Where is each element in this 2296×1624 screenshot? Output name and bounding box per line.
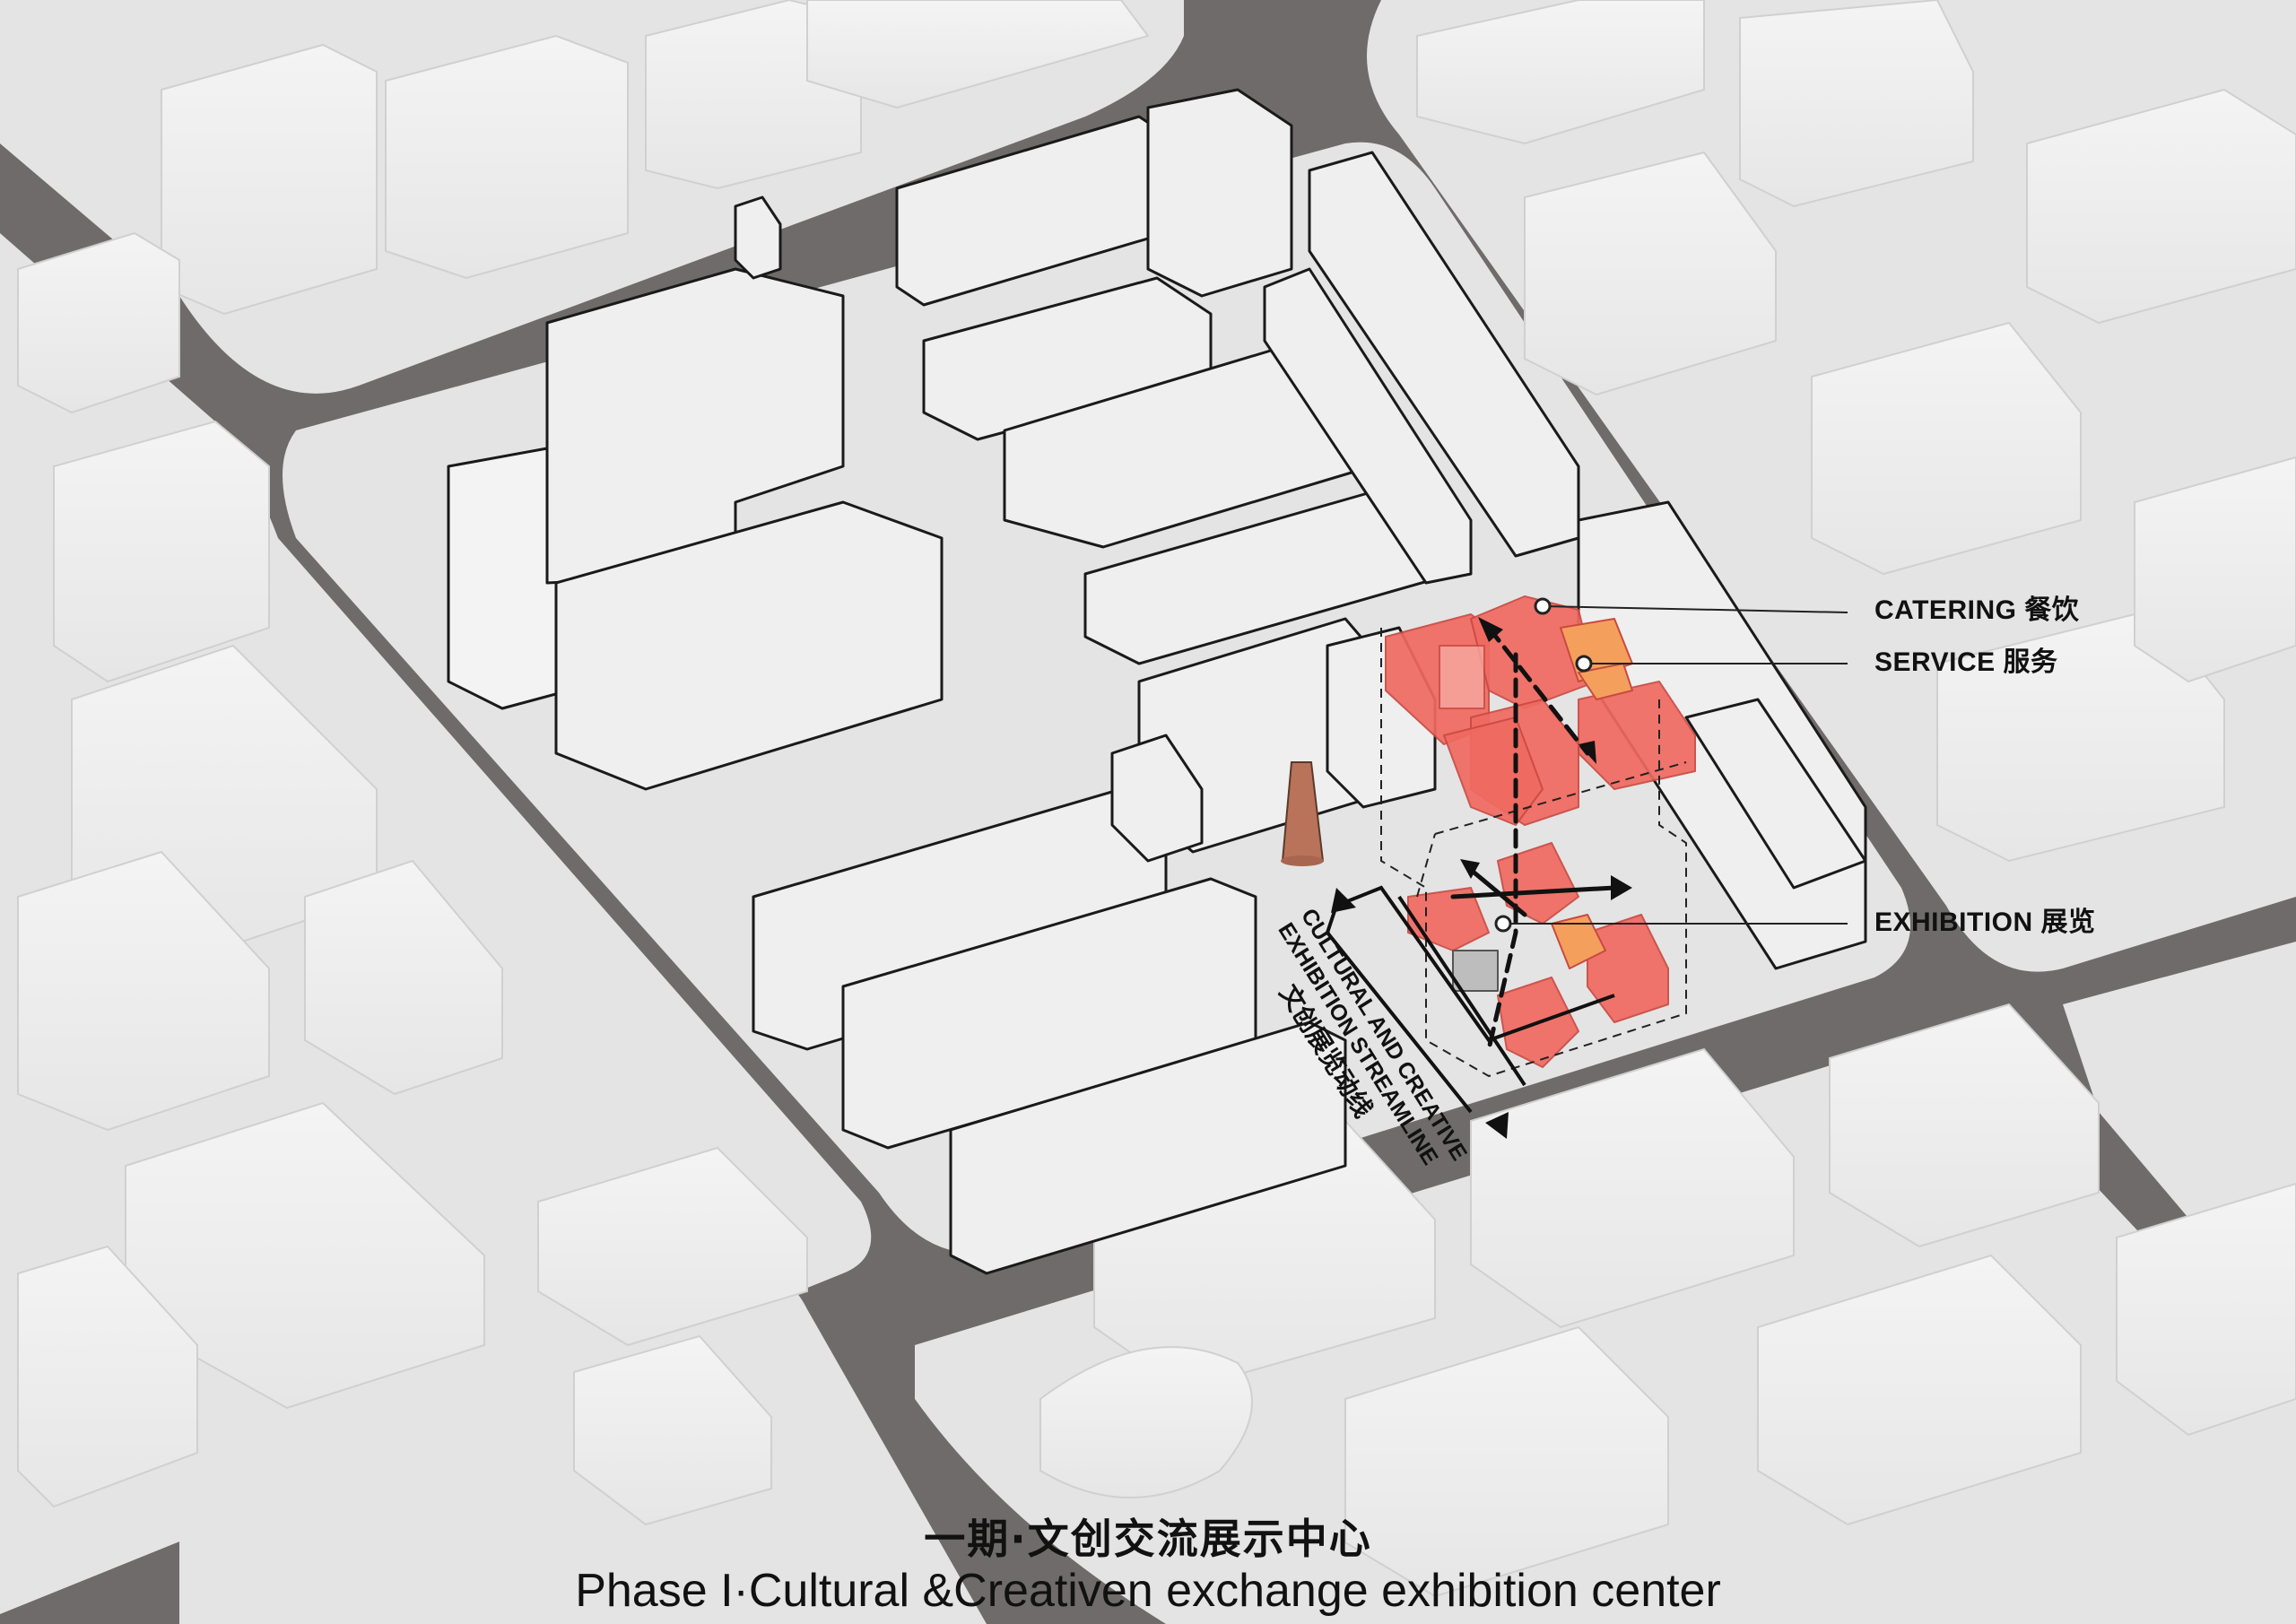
context-building	[1811, 321, 2082, 576]
service-label: SERVICE 服务	[1874, 647, 2058, 677]
caption-title-en: Phase I·Cultural &Creativen exchange exh…	[575, 1565, 1721, 1617]
context-building	[53, 420, 270, 683]
context-building	[1344, 1325, 1669, 1598]
context-building	[1524, 151, 1777, 396]
service-mass	[1578, 663, 1633, 700]
site-building-slab	[1146, 88, 1293, 298]
context-building	[2116, 1182, 2296, 1437]
streamline-arrow-heads	[1331, 888, 1509, 1139]
arrow-short	[1468, 867, 1527, 917]
context-building	[1470, 1047, 1795, 1329]
streamline-arrow-left	[1326, 931, 1473, 1114]
exhibition-marker	[1494, 915, 1512, 933]
arrow-head	[1611, 875, 1632, 900]
chimney	[1281, 761, 1325, 866]
exhibition-label: EXHIBITION 展览	[1874, 908, 2096, 937]
context-building	[573, 1334, 772, 1526]
context-building	[2026, 88, 2296, 325]
streamline-bracket	[1326, 885, 1615, 1114]
site-buildings	[447, 88, 1867, 1275]
dashed-frames	[1380, 628, 1687, 1078]
context-building	[17, 850, 270, 1132]
context-building	[1739, 0, 1974, 208]
catering-mass	[1578, 681, 1696, 790]
site-building-slab	[734, 195, 782, 280]
arrow-vertical	[1486, 652, 1518, 1052]
context-building	[17, 231, 180, 414]
context-building	[1039, 1346, 1253, 1498]
exhibition-mass	[1551, 914, 1606, 969]
circulation-arrows	[1450, 625, 1617, 1052]
arrow-heads	[1460, 617, 1632, 900]
service-marker	[1575, 655, 1593, 673]
arrow-head	[1478, 617, 1503, 642]
arrow-diagonal-upper	[1486, 625, 1590, 756]
exhibition-mass	[1587, 914, 1669, 1023]
catering-volume	[1439, 645, 1485, 709]
legend-markers	[1494, 597, 1593, 933]
site-building-slab	[949, 1020, 1347, 1275]
catering-label: CATERING 餐饮	[1874, 595, 2080, 625]
context-building	[537, 1146, 808, 1347]
context-building	[17, 1245, 198, 1508]
context-building	[1757, 1254, 2082, 1526]
exhibition-stair	[1452, 950, 1499, 992]
context-building	[1416, 0, 1705, 145]
arrow-diagonal-lower	[1450, 885, 1617, 899]
streamline-arrow-right	[1397, 895, 1526, 1087]
context-building	[1829, 1003, 2100, 1248]
context-building	[806, 0, 1150, 109]
context-building	[161, 43, 378, 316]
context-building	[385, 34, 629, 280]
arrow-head	[1578, 741, 1596, 764]
arrow-head	[1460, 859, 1480, 879]
site-building-slab	[1110, 734, 1204, 863]
context-building	[2134, 456, 2296, 683]
site-building-low	[1684, 698, 1867, 890]
catering-marker	[1534, 597, 1552, 615]
site-building-block	[554, 500, 944, 791]
caption-title-cn: 一期·文创交流展示中心	[924, 1515, 1372, 1563]
legend-leaders	[1507, 605, 1848, 925]
context-buildings	[17, 0, 2296, 1598]
context-building	[304, 859, 503, 1096]
site-building-slab	[1263, 267, 1473, 585]
